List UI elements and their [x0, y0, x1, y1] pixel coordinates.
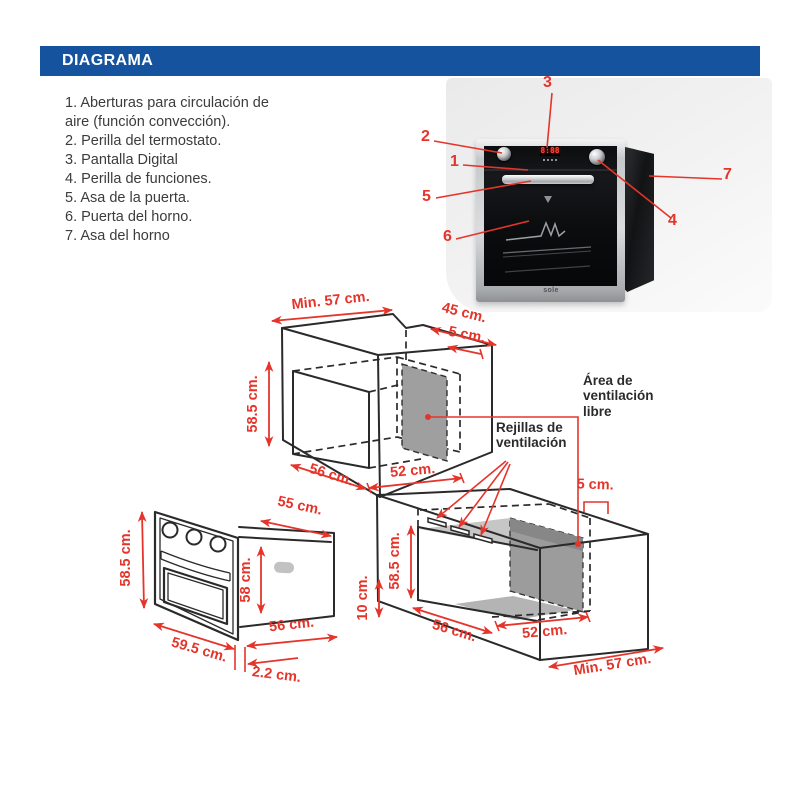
dim-cabinet-depth-min: Min. 57 cm.: [291, 289, 370, 313]
dim-oven-height: 58.5 cm.: [118, 529, 134, 586]
callout-7: 7: [723, 166, 732, 183]
dim-counter-inner-width: 52 cm.: [521, 622, 567, 642]
oven-air-vent-seam: [484, 169, 617, 171]
callout-2: 2: [421, 128, 430, 145]
list-item: 1. Aberturas para circulación de aire (f…: [65, 95, 269, 130]
counter-niche-drawing: [376, 488, 649, 661]
dim-cabinet-width: 56 cm.: [307, 461, 355, 490]
list-item: 3. Pantalla Digital: [65, 152, 178, 168]
dim-counter-height: 58.5 cm.: [387, 532, 403, 589]
callout-5: 5: [422, 188, 431, 205]
list-item: 4. Perilla de funciones.: [65, 171, 212, 187]
dim-counter-depth-min: Min. 57 cm.: [573, 651, 653, 679]
dimension-lines: [137, 306, 665, 672]
brand-logo: sole: [543, 287, 559, 294]
ventilation-slots: [427, 517, 493, 544]
vent-area-panel: [509, 517, 584, 613]
dim-oven-depth: 55 cm.: [276, 494, 323, 519]
vent-area-panel: [401, 363, 448, 462]
body-vent: [274, 561, 295, 574]
oven-side-body: [623, 146, 654, 292]
callout-1: 1: [450, 153, 459, 170]
page-title: DIAGRAMA: [62, 52, 154, 69]
dim-oven-body-height: 58 cm.: [238, 557, 254, 602]
dim-counter-width: 56 cm.: [430, 617, 478, 646]
oven-outline-drawing: [153, 510, 335, 642]
dim-cabinet-top-gap: 5 cm.: [447, 324, 486, 347]
callout-6: 6: [443, 228, 452, 245]
list-item: 6. Puerta del horno.: [65, 209, 193, 225]
niche-floor-shade: [455, 596, 574, 620]
function-knob: [589, 149, 605, 165]
cabinet-niche-drawing: [281, 313, 493, 498]
label-free-ventilation-area: Área de ventilación libre: [583, 373, 654, 419]
label-ventilation-grilles: Rejillas de ventilación: [496, 420, 567, 451]
list-item: 2. Perilla del termostato.: [65, 133, 222, 149]
oven-black-glass: [484, 146, 617, 286]
thermostat-knob: [497, 147, 511, 161]
dim-cabinet-inner-width: 52 cm.: [389, 461, 435, 481]
dim-counter-gap: 5 cm.: [576, 476, 614, 493]
door-handle: [502, 175, 594, 184]
dim-oven-door: 2.2 cm.: [251, 664, 302, 686]
list-item: 5. Asa de la puerta.: [65, 190, 190, 206]
niche-ceiling-shade: [420, 518, 583, 551]
dim-cabinet-height: 58.5 cm.: [245, 375, 261, 432]
touch-dots: [543, 159, 545, 161]
section-header-bar: DIAGRAMA: [40, 46, 760, 76]
parts-list: 1. Aberturas para circulación de aire (f…: [65, 94, 271, 246]
callout-3: 3: [543, 74, 552, 91]
list-item: 7. Asa del horno: [65, 228, 170, 244]
dim-oven-body-width: 56 cm.: [268, 615, 315, 636]
dim-counter-plinth: 10 cm.: [355, 575, 371, 620]
digital-display: 8:88: [540, 146, 560, 156]
callout-4: 4: [668, 212, 677, 229]
dimension-labels: Min. 57 cm. 45 cm. 5 cm. 58.5 cm. 56 cm.…: [118, 289, 652, 686]
dim-oven-width: 59.5 cm.: [169, 635, 228, 666]
